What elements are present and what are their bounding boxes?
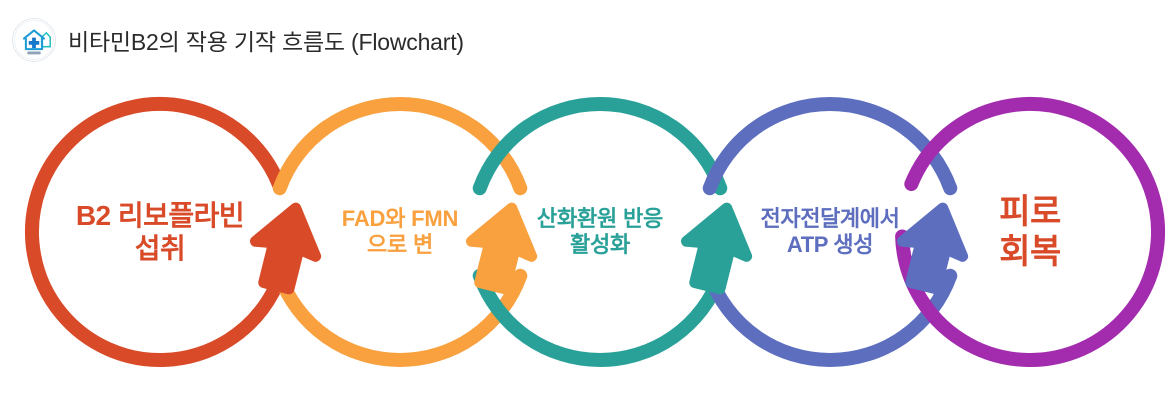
node-ring-2-seg0[interactable] [472,268,728,367]
flowchart-svg [25,97,1165,367]
node-ring-0[interactable] [25,97,295,367]
node-ring-2-seg1[interactable] [472,97,728,196]
node-rings-layer [25,97,1165,367]
flow-arrow-1[interactable] [462,201,542,295]
arrow-head-icon [896,202,969,295]
flow-arrow-0[interactable] [246,201,326,295]
arrow-head-icon [465,202,538,295]
page-title: 비타민B2의 작용 기작 흐름도 (Flowchart) [68,29,464,55]
arrow-head-icon [249,202,322,295]
home-medical-cross-icon [12,18,56,62]
node-ring-4[interactable] [895,97,1165,367]
flow-arrow-2[interactable] [677,201,757,295]
arrow-head-icon [680,202,753,295]
page-header: 비타민B2의 작용 기작 흐름도 (Flowchart) [0,0,1168,80]
flow-arrow-3[interactable] [893,201,973,295]
flow-arrows-layer [246,201,973,295]
